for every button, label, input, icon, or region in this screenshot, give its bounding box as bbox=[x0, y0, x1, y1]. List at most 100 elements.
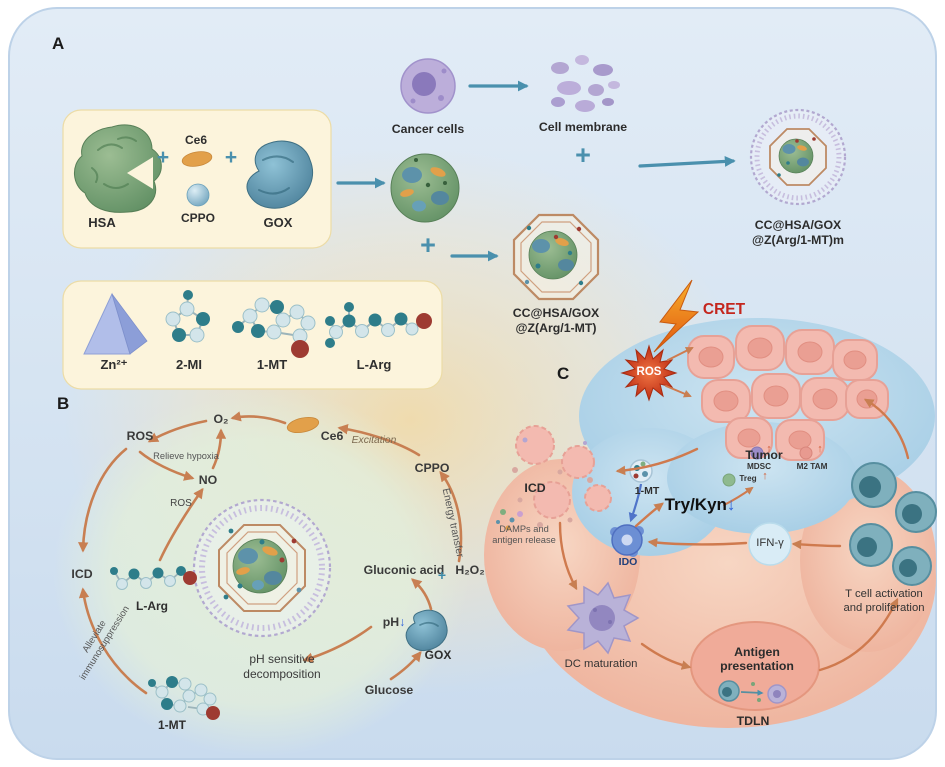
antigen-presentation-label-line1: Antigen bbox=[734, 645, 780, 659]
ros-top-label: ROS bbox=[126, 429, 154, 443]
tdln-node bbox=[690, 621, 820, 711]
1mt-molecule-cycle bbox=[148, 676, 220, 720]
t-cell-label-line1: T cell activation bbox=[845, 588, 923, 600]
ido-enzyme-icon bbox=[610, 524, 644, 557]
h2o2-label: H₂O₂ bbox=[455, 563, 485, 577]
gox-enzyme-cycle bbox=[405, 609, 448, 652]
cppo-label: CPPO bbox=[180, 211, 216, 225]
cell-membrane-fragments bbox=[551, 55, 620, 112]
panel-a-letter: A bbox=[52, 34, 65, 53]
t-cell-label-line2: and proliferation bbox=[843, 602, 925, 614]
o2-label: O₂ bbox=[213, 412, 229, 426]
panel-b-arrows bbox=[77, 411, 463, 695]
cppo-molecule bbox=[186, 183, 210, 207]
1mt-nano-label: 1-MT bbox=[634, 485, 660, 497]
2mi-label: 2-MI bbox=[176, 357, 202, 372]
larg-molecule bbox=[325, 302, 432, 348]
ce6-molecule-cycle bbox=[286, 416, 320, 434]
dc-maturation-label: DC maturation bbox=[564, 658, 638, 670]
ros-burst-icon bbox=[620, 344, 678, 402]
ido-label: IDO bbox=[618, 556, 638, 568]
membrane-np-label-line2: @Z(Arg/1-MT)m bbox=[752, 233, 844, 247]
1mt-cycle-label: 1-MT bbox=[158, 718, 186, 732]
larg-cycle-label: L-Arg bbox=[136, 599, 168, 613]
m2-tam-up-arrow-icon: ↑ bbox=[817, 443, 823, 455]
try-kyn-text: Try/Kyn bbox=[664, 495, 727, 514]
mdsc-icon bbox=[750, 446, 764, 460]
immune-microenvironment-region bbox=[484, 318, 936, 728]
2mi-molecule bbox=[165, 290, 210, 343]
gox-cycle-label: GOX bbox=[424, 648, 452, 662]
panel-c-arrows bbox=[558, 347, 910, 672]
tdln-label: TDLN bbox=[736, 714, 770, 728]
panel-b-letter: B bbox=[57, 394, 70, 413]
mof-np-label-line2: @Z(Arg/1-MT) bbox=[515, 321, 597, 335]
ce6-label: Ce6 bbox=[184, 133, 208, 147]
larg-molecule-cycle bbox=[110, 566, 197, 590]
try-kyn-down-arrow-icon: ↓ bbox=[726, 495, 736, 514]
damps-label-line1: DAMPs and bbox=[499, 524, 549, 534]
panel-c bbox=[496, 279, 937, 711]
mof-coated-nanoparticle bbox=[512, 213, 600, 301]
panel-b bbox=[77, 411, 463, 720]
tumor-label: Tumor bbox=[745, 448, 783, 462]
ce6-cycle-label: Ce6 bbox=[320, 429, 344, 443]
ros-burst-label: ROS bbox=[636, 366, 662, 378]
cancer-cells-label: Cancer cells bbox=[391, 122, 465, 136]
tumor-cell-cluster bbox=[687, 325, 889, 461]
ifn-gamma-bubble bbox=[748, 522, 792, 566]
treg-icon bbox=[722, 473, 736, 487]
mdsc-label: MDSC bbox=[746, 462, 772, 471]
treg-label: Treg bbox=[739, 474, 757, 483]
panel-c-letter: C bbox=[557, 364, 570, 383]
treg-up-arrow-icon: ↑ bbox=[762, 470, 768, 482]
hsa-protein bbox=[74, 124, 162, 213]
zn-ion bbox=[83, 292, 148, 355]
antigen-presentation-label-line2: presentation bbox=[720, 659, 794, 673]
dendritic-cell bbox=[566, 581, 640, 655]
cancer-cell bbox=[400, 58, 456, 114]
icd-cycle-label: ICD bbox=[71, 567, 93, 581]
damp-antigen-dots bbox=[496, 509, 523, 531]
damps-label-line2: antigen release bbox=[492, 535, 556, 545]
membrane-np-label-line1: CC@HSA/GOX bbox=[754, 218, 842, 232]
no-label: NO bbox=[198, 473, 218, 487]
ph-sensitive-label-line1: pH sensitive bbox=[249, 652, 315, 666]
glucose-label: Glucose bbox=[364, 683, 414, 697]
1mt-label: 1-MT bbox=[256, 357, 288, 372]
gox-enzyme bbox=[246, 140, 314, 209]
gox-label: GOX bbox=[263, 215, 293, 230]
m2-tam-icon bbox=[799, 446, 813, 460]
mdsc-up-arrow-icon: ↑ bbox=[766, 443, 772, 455]
ph-label: pH↓ bbox=[383, 615, 406, 629]
icd-dying-cells bbox=[512, 425, 612, 528]
suppressor-cell-icons bbox=[722, 446, 813, 487]
ph-text: pH bbox=[382, 615, 400, 629]
plus-sign-membrane: + bbox=[575, 140, 591, 170]
cell-membrane-label: Cell membrane bbox=[538, 120, 628, 134]
gluconic-acid-label: Gluconic acid bbox=[363, 563, 445, 577]
assembled-nanoparticle bbox=[390, 153, 460, 223]
cret-label: CRET bbox=[702, 301, 746, 318]
ph-down-arrow-icon: ↓ bbox=[399, 615, 406, 629]
cret-lightning-icon bbox=[653, 279, 700, 353]
zn-label: Zn²⁺ bbox=[100, 357, 128, 372]
icd-label: ICD bbox=[524, 481, 546, 495]
mof-np-label-line1: CC@HSA/GOX bbox=[512, 306, 600, 320]
relieve-hypoxia-label: Relieve hypoxia bbox=[153, 451, 219, 461]
larg-label: L-Arg bbox=[356, 357, 392, 372]
m2-tam-label: M2 TAM bbox=[796, 462, 828, 471]
excitation-label: Excitation bbox=[351, 435, 397, 446]
panel-a bbox=[62, 55, 847, 390]
t-cell-cluster bbox=[849, 462, 937, 586]
1mt-nano-icon bbox=[629, 459, 653, 483]
membrane-coated-nanoparticle bbox=[749, 108, 847, 206]
ifn-gamma-label: IFN-γ bbox=[756, 537, 784, 549]
hsa-label: HSA bbox=[88, 215, 116, 230]
1mt-blocks-ido-arrow bbox=[628, 483, 643, 523]
panel-a-arrows bbox=[336, 80, 736, 262]
plus-sign-nanoparticle: + bbox=[420, 230, 436, 260]
nanoparticle-cycle-center bbox=[192, 498, 332, 638]
